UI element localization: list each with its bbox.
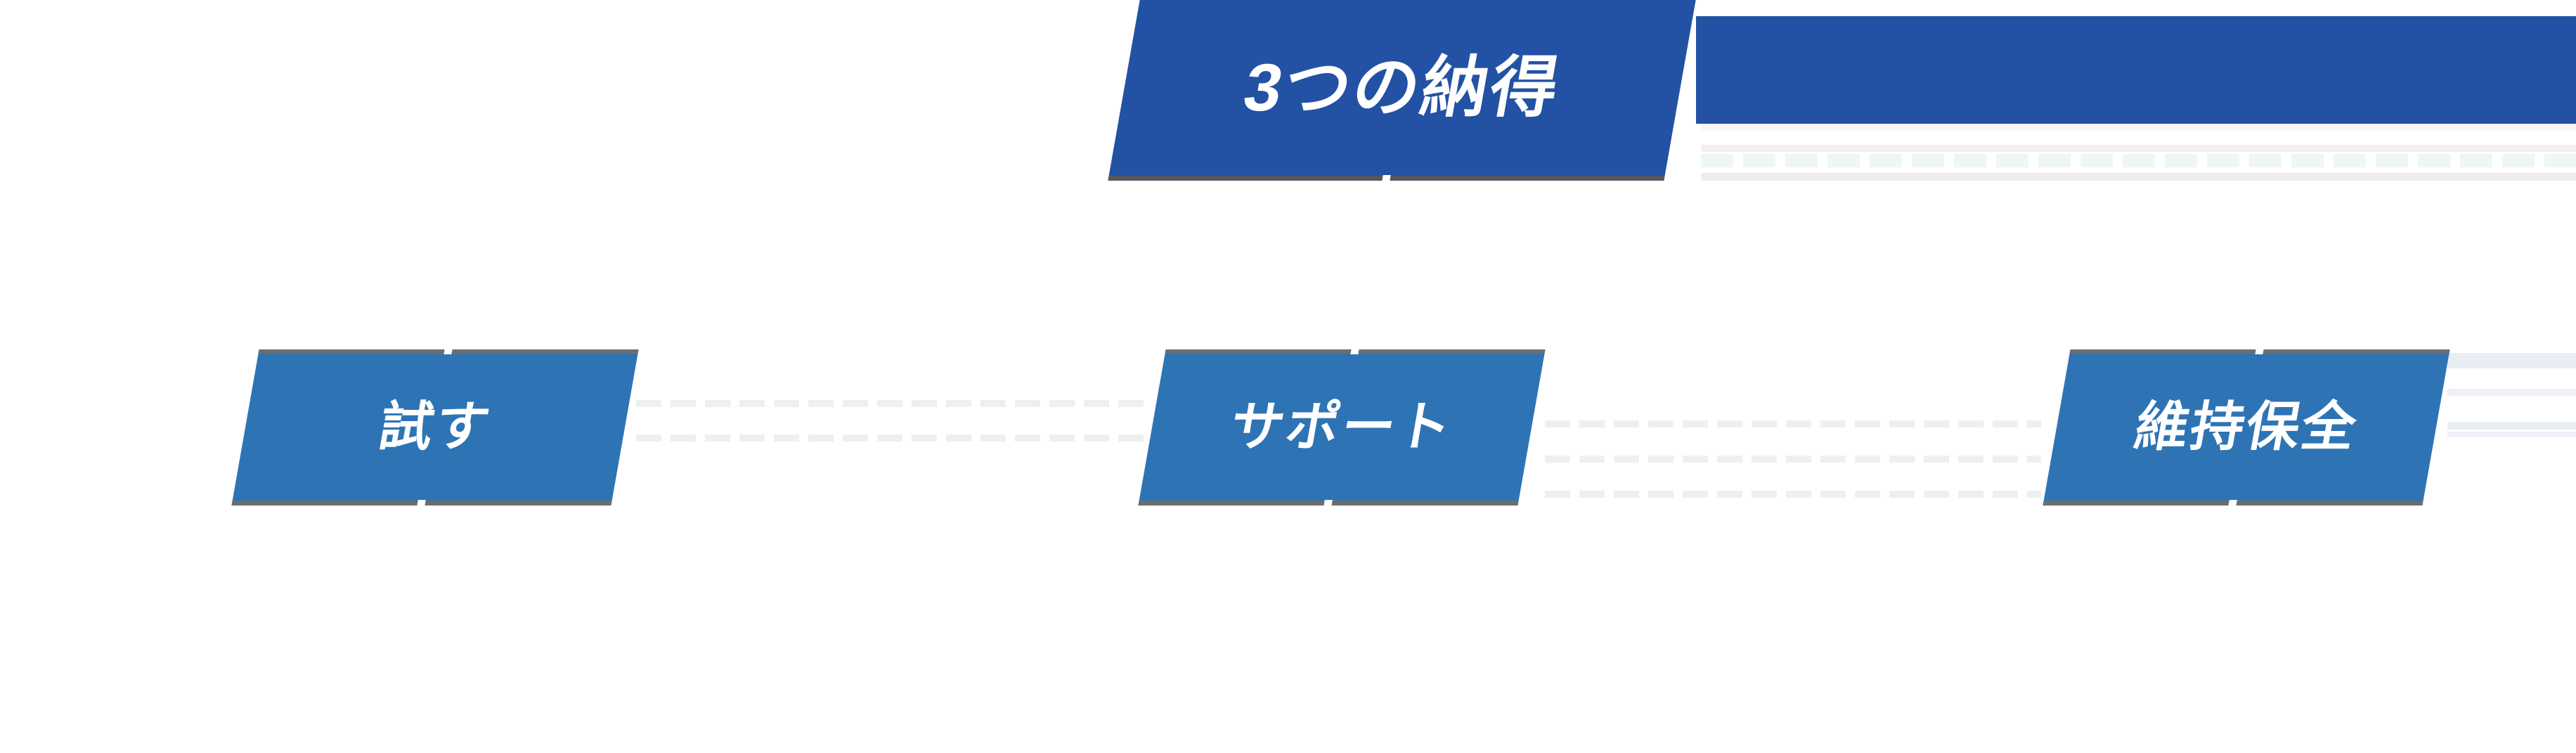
faint-dashed-stripe [1701, 154, 2576, 167]
dashed-connector [636, 435, 1153, 442]
faint-stripe [2447, 389, 2576, 396]
seam-highlight [1323, 500, 1333, 506]
faint-stripe [2447, 422, 2576, 430]
seam-highlight [2228, 500, 2237, 506]
dashed-connector [636, 400, 1153, 407]
seam-highlight [1350, 349, 1359, 354]
dashed-connector [1545, 491, 2041, 498]
faint-stripe [2447, 353, 2576, 368]
step-banner-maintenance: 維持保全 [2043, 349, 2450, 506]
dashed-connector [1545, 456, 2041, 463]
seam-highlight [2255, 349, 2264, 354]
faint-stripe [2447, 432, 2576, 437]
faint-stripe [1701, 173, 2576, 181]
faint-stripe [1701, 145, 2576, 152]
step-banner-support: サポート [1138, 349, 1546, 506]
faint-stripe [1701, 124, 2576, 131]
title-banner: 3つの納得 [1108, 0, 1696, 181]
seam-highlight [1381, 175, 1391, 181]
header-rule-bar [1696, 16, 2576, 124]
step-banner-label: 試す [374, 397, 496, 457]
step-banner-try: 試す [231, 349, 639, 506]
step-banner-label: 維持保全 [2130, 397, 2363, 457]
dashed-connector [1545, 420, 2041, 427]
title-banner-label: 3つの納得 [1238, 51, 1567, 125]
seam-highlight [417, 500, 426, 506]
step-banner-label: サポート [1225, 397, 1458, 457]
seam-highlight [444, 349, 453, 354]
